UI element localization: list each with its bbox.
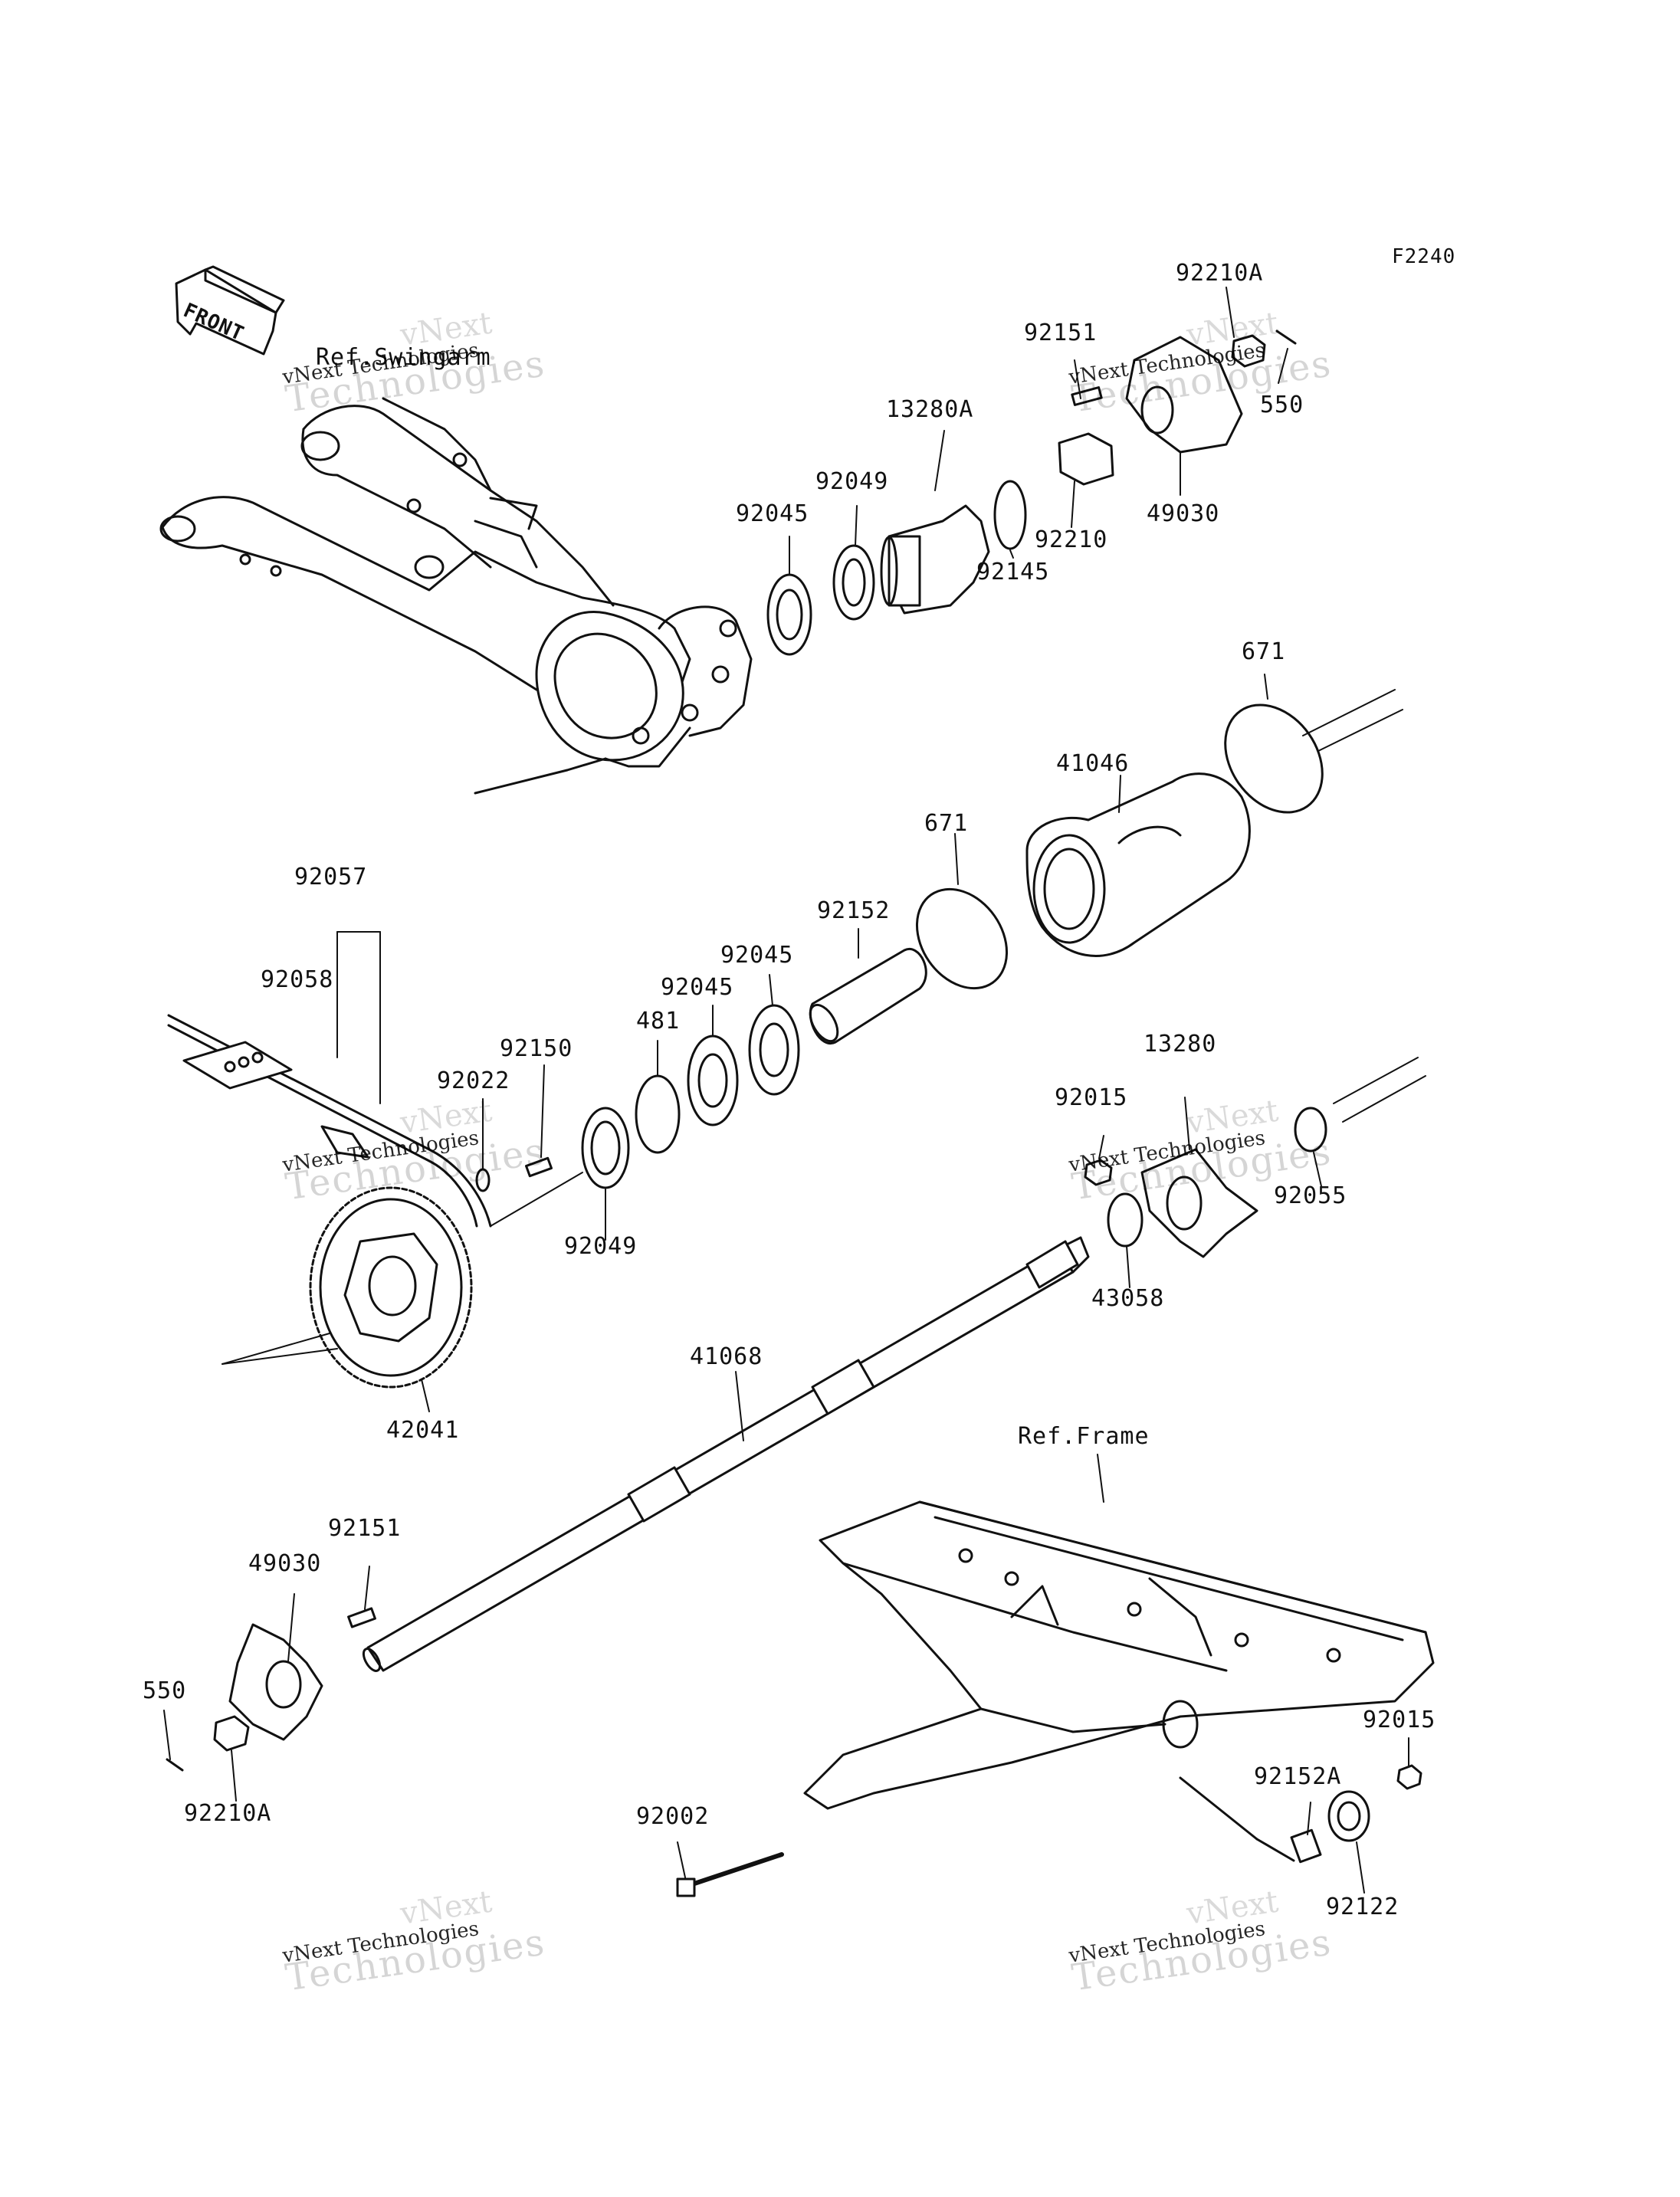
bolt-92150 xyxy=(525,1156,553,1178)
part-label-92152: 92152 xyxy=(817,897,891,924)
bolt-92002 xyxy=(676,1852,784,1897)
flange-49030-top xyxy=(1125,336,1243,454)
bush-92122 xyxy=(1327,1790,1370,1842)
collar-92152A xyxy=(1290,1828,1322,1864)
frame-drawing xyxy=(803,1500,1435,1862)
part-label-92045-mid-a: 92045 xyxy=(661,974,734,1001)
bearing-92045-mid-b xyxy=(748,1004,800,1096)
pin-550-bottom xyxy=(166,1758,184,1772)
part-label-42041: 42041 xyxy=(386,1417,460,1444)
part-label-92055: 92055 xyxy=(1274,1182,1347,1209)
bolt-92151-top xyxy=(1071,386,1103,406)
part-label-49030-bottom: 49030 xyxy=(248,1550,322,1577)
part-label-49030-top: 49030 xyxy=(1147,500,1220,527)
seal-92049-mid xyxy=(581,1107,630,1189)
part-label-671-mid: 671 xyxy=(924,810,969,837)
ref-swingarm-label: Ref.Swingarm xyxy=(316,344,491,371)
part-label-92015-bottom: 92015 xyxy=(1363,1707,1436,1733)
housing-41046 xyxy=(1025,772,1251,957)
part-label-92145: 92145 xyxy=(976,559,1050,585)
hub-13280 xyxy=(1140,1148,1258,1258)
part-label-41068: 41068 xyxy=(690,1343,763,1370)
part-label-92045-mid-b: 92045 xyxy=(720,942,794,969)
washer-92022 xyxy=(475,1168,491,1192)
part-label-13280A: 13280A xyxy=(886,396,974,423)
circlip-43058 xyxy=(1107,1192,1144,1248)
part-label-92057: 92057 xyxy=(294,864,368,890)
leader-lines xyxy=(163,287,1426,1894)
part-label-550-bottom: 550 xyxy=(143,1677,187,1704)
part-label-41046: 41046 xyxy=(1056,750,1130,777)
o-ring-671-right xyxy=(1224,703,1324,814)
part-label-92049-top: 92049 xyxy=(815,468,889,495)
swingarm-drawing xyxy=(159,397,753,795)
part-label-481: 481 xyxy=(636,1008,681,1035)
ref-frame-label: Ref.Frame xyxy=(1018,1423,1150,1450)
hub-13280A xyxy=(880,504,990,615)
part-label-92002: 92002 xyxy=(636,1803,710,1830)
seal-92049-top xyxy=(832,544,875,621)
circlip-481 xyxy=(635,1074,681,1154)
part-label-92150: 92150 xyxy=(500,1035,573,1062)
o-ring-671-mid xyxy=(915,887,1009,990)
bearing-92045-mid-a xyxy=(687,1035,739,1126)
chain-joint-92058 xyxy=(182,1041,293,1090)
nut-92210 xyxy=(1058,432,1114,486)
bolt-92151-bottom xyxy=(347,1607,376,1628)
chain-92057 xyxy=(167,1014,492,1228)
part-label-92210A-bottom: 92210A xyxy=(184,1800,272,1827)
part-label-92015-top: 92015 xyxy=(1055,1084,1128,1111)
part-label-92151-bottom: 92151 xyxy=(328,1515,402,1542)
part-label-550-top: 550 xyxy=(1260,392,1304,418)
part-label-92022: 92022 xyxy=(437,1067,510,1094)
nut-92015-top xyxy=(1084,1159,1113,1186)
o-ring-92055 xyxy=(1294,1107,1327,1153)
front-arrow-icon xyxy=(175,265,285,356)
pin-550-top xyxy=(1275,330,1297,345)
part-label-13280: 13280 xyxy=(1144,1031,1217,1058)
part-label-92049-mid: 92049 xyxy=(564,1233,638,1260)
figure-code: F2240 xyxy=(1392,245,1456,268)
flange-49030-bottom xyxy=(228,1623,323,1741)
part-label-92045-top: 92045 xyxy=(736,500,809,527)
axle-41068 xyxy=(362,1236,1090,1672)
part-label-92210: 92210 xyxy=(1035,526,1108,553)
part-label-92058: 92058 xyxy=(261,966,334,993)
nut-92210A-top xyxy=(1231,334,1266,368)
part-label-92151-top: 92151 xyxy=(1024,320,1098,346)
nut-92210A-bottom xyxy=(213,1715,250,1752)
nut-92015-bottom xyxy=(1396,1764,1422,1790)
sprocket-42041 xyxy=(309,1186,473,1389)
part-label-671-right: 671 xyxy=(1242,638,1286,665)
part-label-92122: 92122 xyxy=(1326,1894,1399,1920)
bearing-92045-top xyxy=(766,573,812,656)
ring-92145 xyxy=(993,480,1027,550)
part-label-92210A-top: 92210A xyxy=(1176,260,1264,287)
sleeve-92152 xyxy=(809,947,927,1045)
part-label-43058: 43058 xyxy=(1091,1285,1165,1312)
part-label-92152A: 92152A xyxy=(1254,1763,1342,1790)
